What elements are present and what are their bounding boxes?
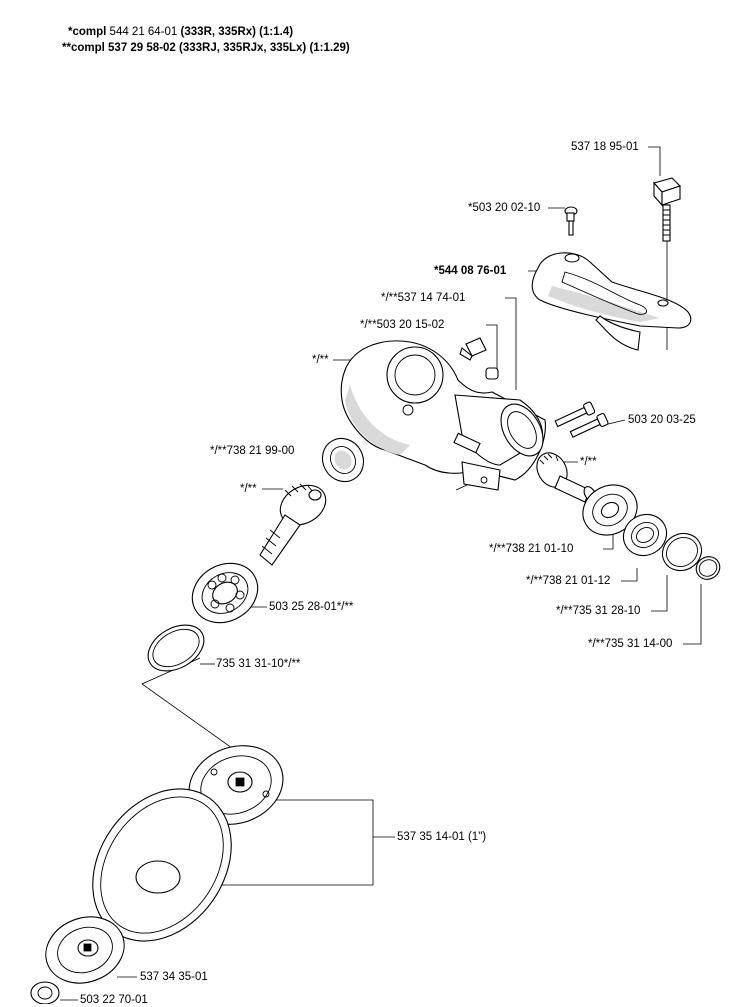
header-2-prefix: **compl <box>62 42 105 54</box>
part-label-738-21-01-10: */**738 21 01-10 <box>489 543 574 555</box>
gear-housing <box>340 340 546 491</box>
header-2-number: 537 29 58-02 <box>108 42 176 54</box>
part-label-503-22-70-01: 503 22 70-01 <box>80 994 148 1006</box>
part-label-503-25-28-01: 503 25 28-01*/** <box>269 601 354 613</box>
part-label-738-21-99-00: */**738 21 99-00 <box>210 445 295 457</box>
part-label-537-18-95-01: 537 18 95-01 <box>571 141 639 153</box>
circlip-left <box>147 624 205 672</box>
lower-disc <box>45 916 125 984</box>
small-ring-right <box>695 556 721 580</box>
handle-clamp <box>531 252 692 351</box>
header-1-prefix: *compl <box>68 26 107 38</box>
plug <box>459 337 487 361</box>
seal-right <box>622 513 668 557</box>
part-label-537-34-35-01: 537 34 35-01 <box>140 971 208 983</box>
header-1-models: (333R, 335Rx) (1:1.4) <box>180 26 294 38</box>
large-bearing-left <box>191 562 259 624</box>
small-bearing <box>321 437 365 483</box>
part-label-738-21-01-12: */**738 21 01-12 <box>526 575 611 587</box>
part-label-544-08-76-01: *544 08 76-01 <box>434 265 507 277</box>
bottom-nut <box>30 981 60 1004</box>
part-label-735-31-28-10: */**735 31 28-10 <box>556 605 641 617</box>
header-line-1: *compl 544 21 64-01 (333R, 335Rx) (1:1.4… <box>68 26 293 38</box>
header-1-number: 544 21 64-01 <box>109 26 178 38</box>
part-label-gear-housing: */** <box>312 354 329 366</box>
clamp-screw <box>653 177 682 242</box>
part-label-503-20-15-02: */**503 20 15-02 <box>360 319 445 331</box>
bearing-right-1 <box>582 484 638 536</box>
header-line-2: **compl 537 29 58-02 (333RJ, 335RJx, 335… <box>62 42 350 54</box>
part-label-drive-gear: */** <box>580 456 597 468</box>
pinion-gear <box>259 483 327 566</box>
part-label-735-31-14-00: */**735 31 14-00 <box>588 638 673 650</box>
support-cup <box>92 788 232 942</box>
set-screw <box>485 367 499 380</box>
part-label-735-31-31-10: 735 31 31-10*/** <box>216 658 301 670</box>
part-label-503-20-03-25: 503 20 03-25 <box>628 414 696 426</box>
small-screw <box>564 206 578 236</box>
header-2-models: (333RJ, 335RJx, 335Lx) (1:1.29) <box>179 42 350 54</box>
part-label-537-14-74-01: */**537 14 74-01 <box>381 292 466 304</box>
ring-right <box>661 532 703 572</box>
part-label-503-20-02-10: *503 20 02-10 <box>468 202 541 214</box>
housing-screws <box>554 401 609 438</box>
part-label-537-35-14-01: 537 35 14-01 (1") <box>397 831 487 843</box>
part-label-pinion-gear: */** <box>240 483 257 495</box>
